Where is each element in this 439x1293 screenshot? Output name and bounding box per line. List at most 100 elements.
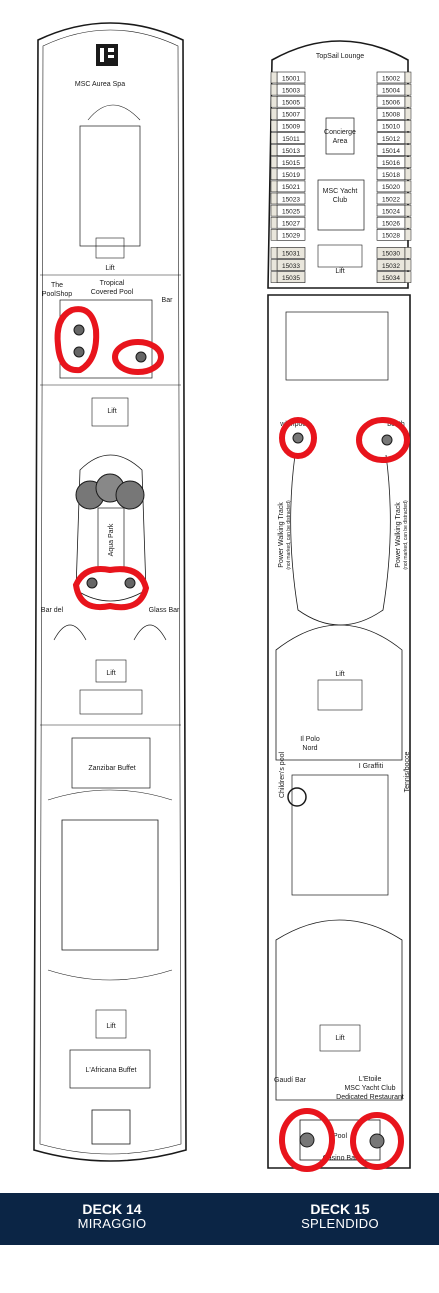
deck14-tropical-label-2: Covered Pool — [91, 289, 134, 296]
deck14-number: DECK 14 — [82, 1201, 142, 1217]
cabin-15023: 15023 — [270, 192, 306, 205]
deck14-aqua-park-label: Aqua Park — [108, 523, 115, 556]
cabin-15029: 15029 — [270, 229, 306, 241]
cabin-number: 15008 — [382, 112, 400, 119]
cabin-number: 15006 — [382, 100, 400, 107]
deck15-mid-outline — [267, 294, 411, 1169]
highlight-circle-pool-left — [279, 1108, 335, 1172]
highlight-inner-pool-right — [369, 1133, 385, 1149]
cabin-15015: 15015 — [270, 156, 306, 168]
deck15-lift-top-label: Lift — [335, 268, 344, 275]
cabin-15026: 15026 — [376, 216, 412, 229]
deck14-lift-mid-label: Lift — [107, 408, 116, 415]
deck15-pool-label: Pool — [333, 1133, 347, 1140]
buffet-curves — [47, 789, 173, 981]
deck15-graffiti-label: I Graffiti — [359, 763, 384, 770]
lift-block-lower — [95, 659, 127, 683]
deck15-etoile-label-2: MSC Yacht Club — [344, 1085, 395, 1092]
deck15-lift-mid-label: Lift — [335, 671, 344, 678]
deck15-yacht-club-label-2: Club — [333, 197, 348, 204]
deck15-plan — [267, 40, 411, 1169]
cabin-number: 15014 — [382, 148, 400, 155]
cabin-15022: 15022 — [376, 192, 412, 205]
deck15-lift-aft-label: Lift — [335, 1035, 344, 1042]
africana-block — [69, 1049, 151, 1089]
walking-track — [290, 454, 391, 626]
cabin-15031: 15031 — [270, 247, 306, 259]
cabin-15001: 15001 — [270, 71, 306, 84]
deck15-walking-right-label-1: Power Walking Track — [395, 502, 402, 568]
deck-plan-drawing: MSC Aurea Spa Lift The PoolShop Tropical… — [33, 22, 412, 1172]
cabin-number: 15030 — [382, 251, 400, 258]
deck14-poolshop-label-1: The — [51, 282, 63, 289]
cabin-number: 15033 — [282, 263, 300, 270]
aqua-slide-right — [115, 480, 145, 510]
deck-footer: DECK 14 MIRAGGIO DECK 15 SPLENDIDO — [0, 1193, 439, 1245]
deck14-zanzibar-label: Zanzibar Buffet — [88, 765, 135, 772]
cabin-15012: 15012 — [376, 132, 412, 144]
cabin-15013: 15013 — [270, 144, 306, 156]
cabin-15005: 15005 — [270, 95, 306, 108]
spa-arc — [87, 104, 141, 121]
deck14-poolshop-label-2: PoolShop — [42, 291, 72, 298]
cabin-15032: 15032 — [376, 259, 412, 271]
cabin-number: 15005 — [282, 100, 300, 107]
highlight-circle-tropical-right — [112, 339, 164, 375]
cabin-number: 15004 — [382, 87, 400, 94]
buffet-outline — [61, 819, 159, 951]
deck14-lift-aft-label: Lift — [106, 1023, 115, 1030]
deck15-aft-outline — [275, 919, 403, 1101]
cabin-number: 15022 — [382, 196, 400, 203]
deck15-title: DECK 15 SPLENDIDO — [270, 1201, 410, 1232]
spa-block — [79, 125, 141, 247]
aft-pool-block — [91, 1109, 131, 1145]
deck15-whirlpool-left-label: whirlpool — [279, 421, 308, 428]
cabin-15030: 15030 — [376, 247, 412, 259]
deck14-tropical-label-1: Tropical — [100, 280, 125, 287]
deck14-plan — [33, 22, 187, 1162]
deck15-concierge-label-1: Concierge — [324, 129, 356, 136]
cabin-15010: 15010 — [376, 120, 412, 132]
bar-arcs — [53, 624, 167, 641]
deck15-lift-block-mid — [317, 679, 363, 711]
cabin-15035: 15035 — [270, 271, 306, 283]
deck14-bar-del-label: Bar del — [41, 607, 64, 614]
cabin-15016: 15016 — [376, 156, 412, 168]
cabin-15024: 15024 — [376, 204, 412, 217]
highlight-circle-whirlpool-right — [356, 417, 410, 463]
cabin-15003: 15003 — [270, 83, 306, 96]
deck14-title: DECK 14 MIRAGGIO — [42, 1201, 182, 1232]
deck15-lift-block-aft — [319, 1024, 361, 1052]
highlight-inner-right — [135, 351, 147, 363]
deck15-etoile-label-1: L'Etoile — [359, 1076, 382, 1083]
deck15-etoile-label-3: Dedicated Restaurant — [336, 1094, 404, 1101]
deck15-yacht-club-label-1: MSC Yacht — [323, 188, 358, 195]
deck15-polo-label-2: Nord — [302, 745, 317, 752]
cabin-15034: 15034 — [376, 271, 412, 283]
cabin-number: 15032 — [382, 263, 400, 270]
deck15-hull-outline — [267, 40, 409, 289]
cabin-number: 15026 — [382, 221, 400, 228]
cabin-number: 15010 — [382, 124, 400, 131]
yacht-club-block — [317, 179, 365, 231]
deck15-number: DECK 15 — [310, 1201, 370, 1217]
cabin-number: 15024 — [382, 208, 400, 215]
deck14-hull-outline — [33, 22, 187, 1162]
zanzibar-block — [71, 737, 151, 789]
cabin-number: 15009 — [282, 124, 300, 131]
deck14-bar-label: Bar — [162, 297, 174, 304]
highlight-inner-pool-left — [299, 1132, 315, 1148]
deck15-lift-block-top — [317, 244, 363, 268]
cabin-number: 15029 — [282, 233, 300, 240]
cabin-number: 15031 — [282, 251, 300, 258]
cabin-15020: 15020 — [376, 180, 412, 193]
cabin-number: 15007 — [282, 112, 300, 119]
cabin-15004: 15004 — [376, 83, 412, 96]
deck15-gaudi-label: Gaudí Bar — [274, 1077, 307, 1084]
cabin-15025: 15025 — [270, 204, 306, 217]
highlight-circle-whirlpool-left — [279, 417, 317, 459]
cabin-number: 15015 — [282, 160, 300, 167]
deck14-inner-outline — [39, 29, 182, 1155]
cabin-number: 15016 — [382, 160, 400, 167]
